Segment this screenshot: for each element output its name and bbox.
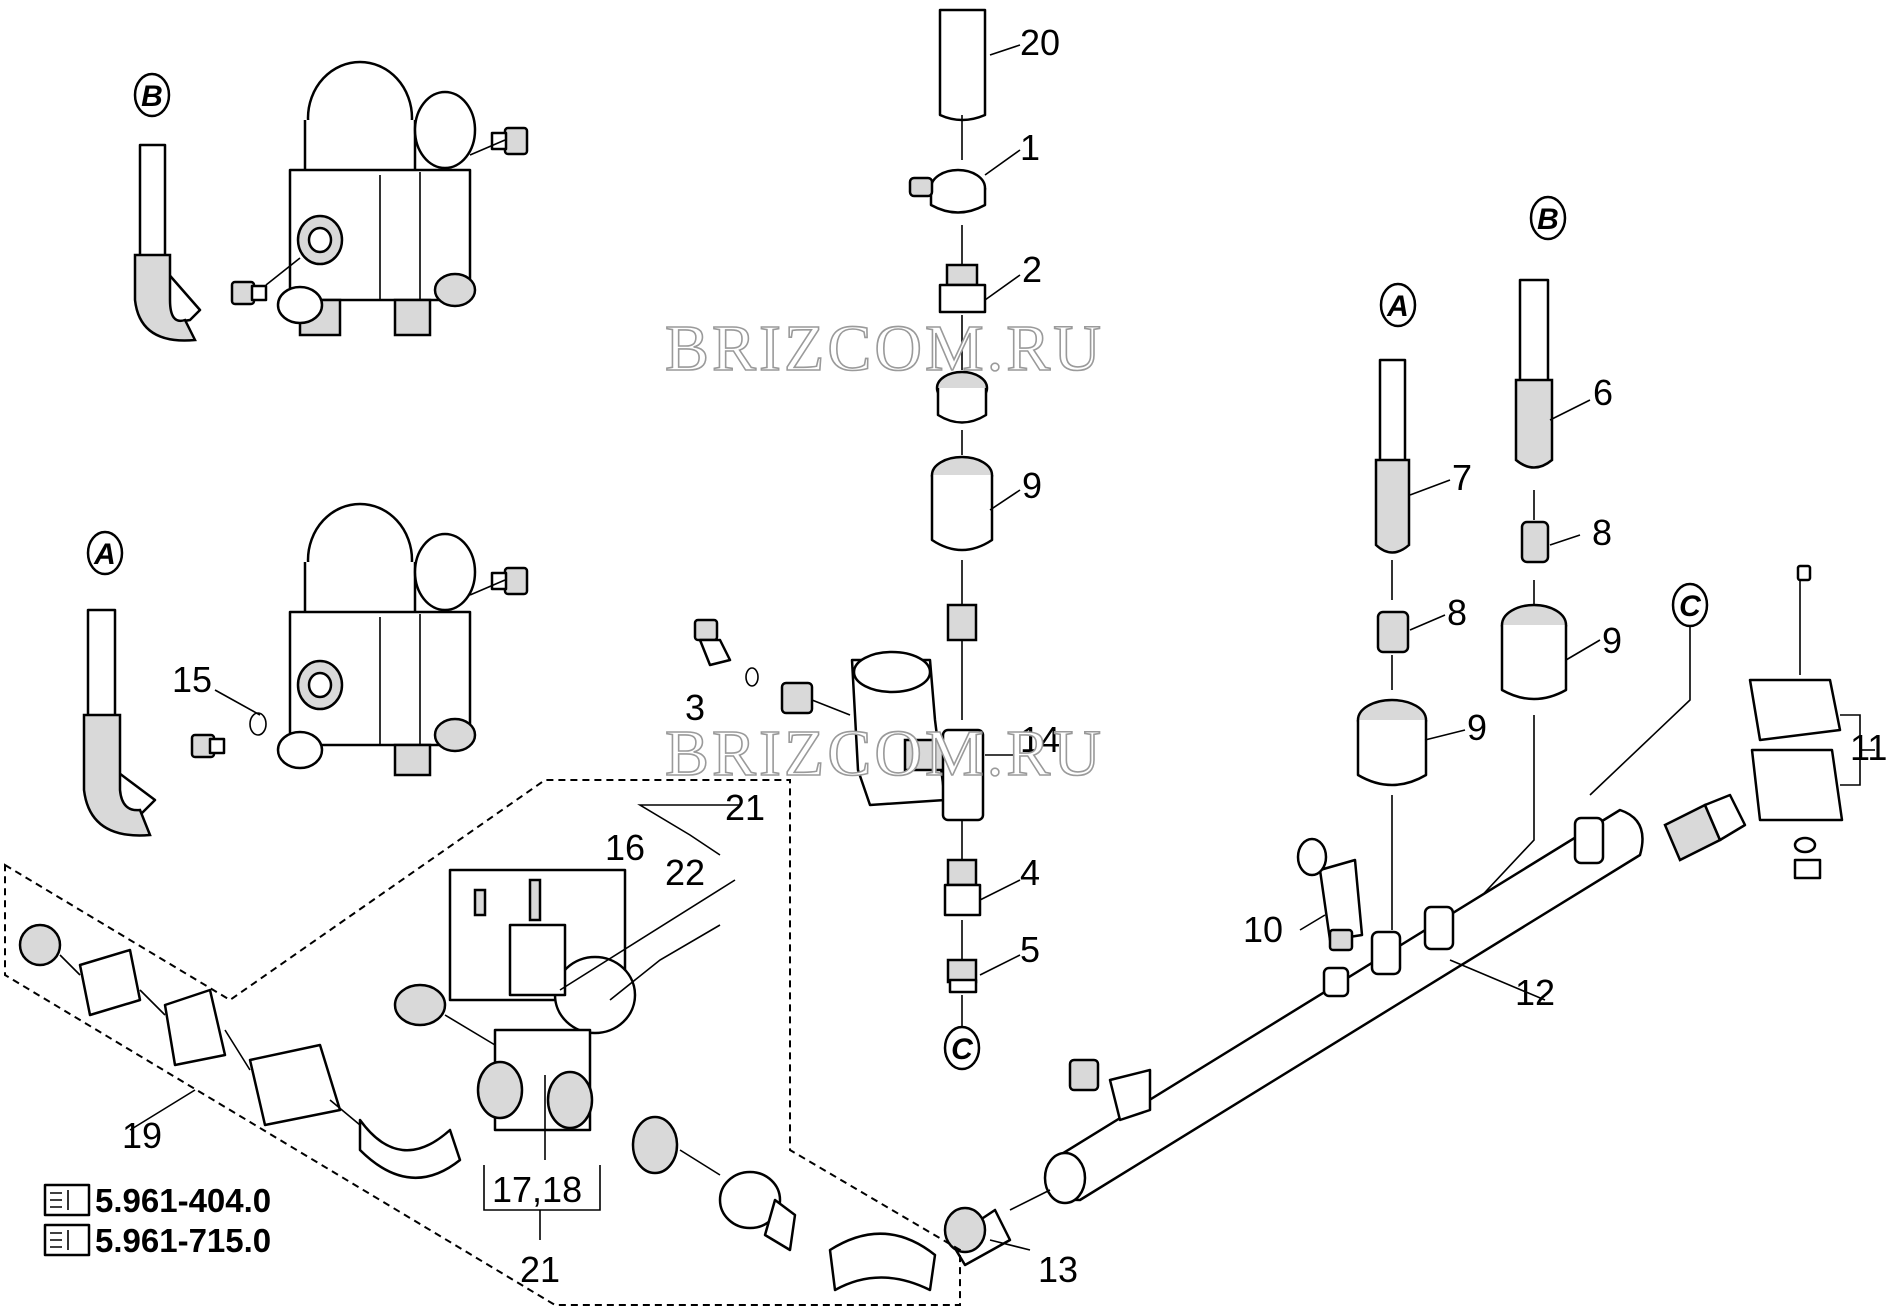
- label-part-21-top: 21: [725, 787, 765, 828]
- callout-a-mid-left: A: [86, 530, 124, 576]
- center-fitting-chain: [693, 8, 994, 1030]
- svg-text:B: B: [1537, 203, 1559, 236]
- kit-assembly: [4, 779, 961, 1306]
- watermark-middle: BRIZCOM.RU: [665, 717, 1104, 790]
- label-part-3: 3: [685, 687, 705, 728]
- label-part-9-center: 9: [1022, 465, 1042, 506]
- label-part-1: 1: [1020, 127, 1040, 168]
- label-part-9-left: 9: [1467, 707, 1487, 748]
- label-part-20: 20: [1020, 22, 1060, 63]
- label-part-14: 14: [1020, 719, 1060, 760]
- callout-c-right: C: [1671, 582, 1709, 628]
- document-icon: [43, 1183, 91, 1217]
- leader-lines: [214, 44, 1601, 1251]
- svg-text:C: C: [1679, 590, 1702, 623]
- label-part-8-right: 8: [1592, 512, 1612, 553]
- callout-b-top-left: B: [133, 72, 171, 118]
- callout-a-right: A: [1379, 282, 1417, 328]
- svg-text:A: A: [93, 538, 116, 571]
- label-part-22: 22: [665, 852, 705, 893]
- svg-text:5.961-404.0: 5.961-404.0: [95, 1182, 271, 1219]
- svg-text:B: B: [141, 80, 163, 113]
- label-part-10: 10: [1243, 909, 1283, 950]
- label-part-16: 16: [605, 827, 645, 868]
- document-icon: [43, 1223, 91, 1257]
- svg-text:5.961-715.0: 5.961-715.0: [95, 1222, 271, 1259]
- label-part-6: 6: [1593, 372, 1613, 413]
- label-part-9-right: 9: [1602, 620, 1622, 661]
- label-part-15: 15: [172, 659, 212, 700]
- label-part-11: 11: [1850, 727, 1887, 768]
- callout-c-center: C: [943, 1025, 981, 1071]
- label-part-12: 12: [1515, 972, 1555, 1013]
- label-part-17-18: 17,18: [492, 1169, 582, 1210]
- label-part-19: 19: [122, 1115, 162, 1156]
- label-part-7: 7: [1452, 457, 1472, 498]
- svg-text:C: C: [951, 1033, 974, 1066]
- svg-text:A: A: [1386, 290, 1409, 323]
- pump-assembly-lower: [82, 502, 529, 837]
- label-part-2: 2: [1022, 249, 1042, 290]
- callout-b-right: B: [1529, 195, 1567, 241]
- pump-assembly-upper: [133, 60, 529, 342]
- watermark-top: BRIZCOM.RU: [665, 312, 1104, 385]
- reference-1: 5.961-404.0: [43, 1182, 271, 1219]
- label-part-21-bottom: 21: [520, 1249, 560, 1290]
- label-part-5: 5: [1020, 929, 1040, 970]
- label-part-8-left: 8: [1447, 592, 1467, 633]
- reference-2: 5.961-715.0: [43, 1222, 271, 1259]
- label-part-13: 13: [1038, 1249, 1078, 1290]
- label-part-4: 4: [1020, 852, 1040, 893]
